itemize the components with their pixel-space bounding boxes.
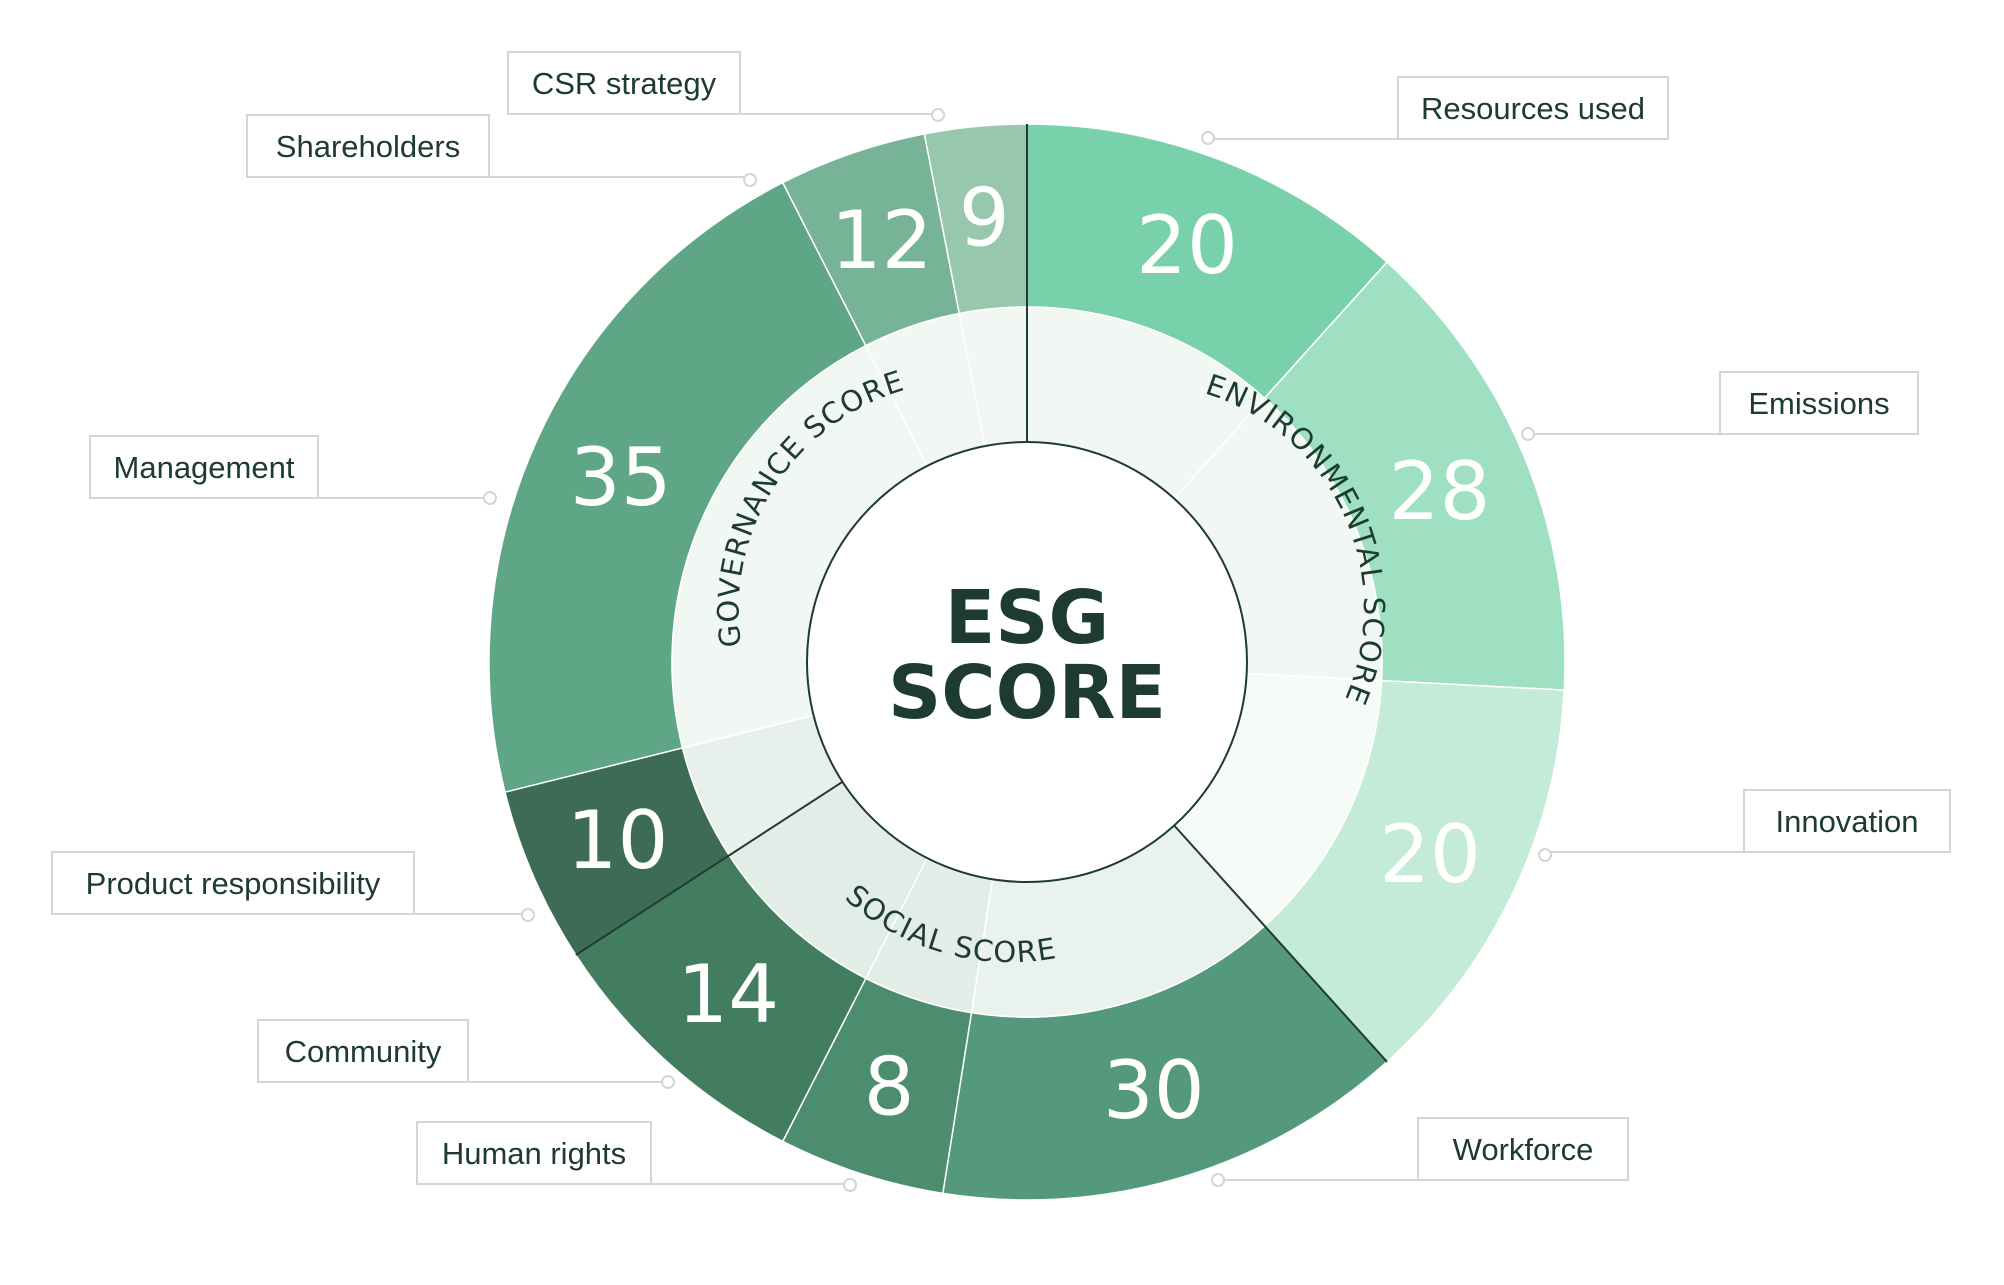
value-resources-used: 20	[1136, 199, 1238, 292]
value-human-rights: 8	[864, 1041, 915, 1134]
value-csr-strategy: 9	[959, 172, 1010, 265]
value-management: 35	[570, 431, 672, 524]
connector-dot-csr-strategy	[931, 108, 945, 122]
label-box-human-rights	[416, 1121, 652, 1185]
connector-dot-product-responsibility	[521, 908, 535, 922]
connector-dot-innovation	[1538, 848, 1552, 862]
label-community: Community	[285, 1034, 442, 1069]
connector-dot-shareholders	[743, 173, 757, 187]
label-shareholders: Shareholders	[276, 129, 460, 164]
connector-dot-community	[661, 1075, 675, 1089]
label-box-shareholders	[246, 114, 490, 178]
outer-ring	[488, 123, 1566, 1201]
center-title-line-2: SCORE	[888, 650, 1166, 736]
connector-dot-workforce	[1211, 1173, 1225, 1187]
value-shareholders: 12	[831, 194, 933, 287]
value-community: 14	[677, 948, 779, 1041]
label-box-innovation	[1743, 789, 1951, 853]
connector-dot-emissions	[1521, 427, 1535, 441]
group-divider	[575, 780, 844, 956]
label-innovation: Innovation	[1775, 804, 1918, 839]
group-divider	[1173, 824, 1388, 1063]
label-management: Management	[114, 450, 295, 485]
label-csr-strategy: CSR strategy	[532, 66, 717, 101]
value-workforce: 30	[1103, 1044, 1205, 1137]
connector-dot-resources-used	[1201, 131, 1215, 145]
label-box-workforce	[1417, 1117, 1629, 1181]
label-box-csr-strategy	[507, 51, 741, 115]
connector-dot-human-rights	[843, 1178, 857, 1192]
label-box-management	[89, 435, 319, 499]
value-innovation: 20	[1379, 808, 1481, 901]
label-box-emissions	[1719, 371, 1919, 435]
label-product-responsibility: Product responsibility	[86, 866, 381, 901]
connector-dot-management	[483, 491, 497, 505]
label-workforce: Workforce	[1453, 1132, 1594, 1167]
label-human-rights: Human rights	[442, 1136, 626, 1171]
value-emissions: 28	[1389, 445, 1491, 538]
center-circle	[806, 441, 1248, 883]
label-resources-used: Resources used	[1421, 91, 1645, 126]
label-box-community	[257, 1019, 469, 1083]
inner-ring	[671, 306, 1383, 1018]
label-box-product-responsibility	[51, 851, 415, 915]
label-emissions: Emissions	[1748, 386, 1889, 421]
center-title-line-1: ESG	[945, 575, 1110, 661]
label-box-resources-used	[1397, 76, 1669, 140]
category-labels: Resources usedEmissionsInnovationWorkfor…	[51, 51, 1951, 1185]
value-product-responsibility: 10	[567, 794, 669, 887]
